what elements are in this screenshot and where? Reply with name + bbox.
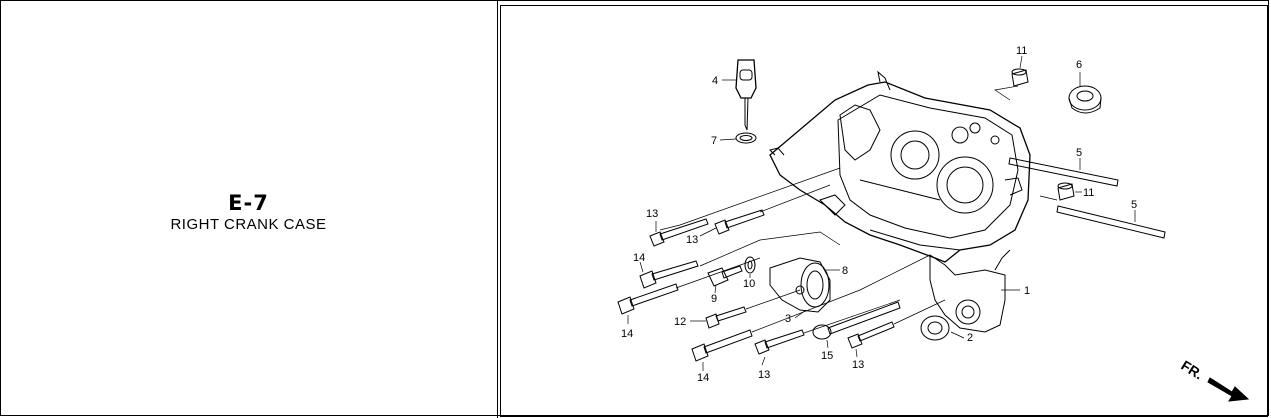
callout-11-lower: 11	[1083, 187, 1094, 199]
crank-case-body	[769, 70, 1031, 333]
leader-lines	[627, 55, 1136, 371]
part-bolt-9	[707, 265, 743, 287]
callout-14-b: 14	[621, 328, 633, 340]
part-dowel-11-upper	[1011, 68, 1029, 87]
panel-divider	[497, 0, 498, 418]
part-roller-2	[920, 315, 950, 341]
callout-13-b: 13	[686, 234, 698, 246]
callout-11-upper: 11	[1016, 45, 1027, 57]
callout-14-a: 14	[633, 252, 645, 264]
diagram-frame	[500, 5, 1268, 417]
part-bolt-15	[812, 301, 901, 340]
part-o-ring-7	[735, 132, 757, 144]
callout-9: 9	[711, 293, 717, 305]
callout-10: 10	[743, 278, 755, 290]
part-stud-5-upper	[1008, 157, 1119, 187]
callout-6: 6	[1076, 59, 1082, 71]
part-dowel-11-lower	[1057, 182, 1075, 201]
callout-5-lower: 5	[1131, 199, 1137, 211]
part-bearing-6	[1068, 85, 1102, 114]
section-title-block: E-7 RIGHT CRANK CASE	[0, 190, 497, 234]
part-cover-8	[769, 257, 831, 313]
callout-4: 4	[712, 75, 718, 87]
section-name: RIGHT CRANK CASE	[170, 216, 327, 233]
callout-14-c: 14	[697, 372, 709, 384]
part-bolt-12	[705, 306, 747, 329]
callout-2: 2	[967, 332, 973, 344]
callout-12: 12	[674, 316, 686, 328]
callout-1: 1	[1024, 285, 1030, 297]
part-bolt-14-c	[691, 329, 753, 362]
callout-3: 3	[785, 313, 791, 325]
callout-13-a: 13	[646, 208, 658, 220]
part-washer-10	[744, 256, 756, 274]
part-dipstick-4	[735, 59, 757, 131]
callout-15: 15	[821, 350, 833, 362]
callout-7: 7	[711, 135, 717, 147]
exploded-parts-diagram: 1 2 3 4 5 5 6 7 8 9 10 11 11 12 13 13 13…	[617, 45, 1250, 402]
callout-labels: 1 2 3 4 5 5 6 7 8 9 10 11 11 12 13 13 13…	[621, 45, 1137, 384]
callout-13-c: 13	[758, 369, 770, 381]
front-direction-arrow-icon	[1207, 377, 1250, 402]
callout-8: 8	[842, 265, 848, 277]
part-bolt-14-b	[617, 283, 679, 315]
part-bolt-13-b	[714, 209, 765, 235]
part-bolt-13-c	[754, 329, 805, 355]
part-bolt-13-a	[649, 218, 709, 247]
part-bolt-14-a	[639, 260, 699, 289]
front-direction-label: FR.	[1178, 357, 1206, 383]
callout-5-upper: 5	[1076, 147, 1082, 159]
part-stud-5-lower	[1056, 205, 1166, 239]
front-direction-indicator: FR.	[1178, 357, 1250, 402]
part-bolt-13-d	[847, 321, 895, 349]
section-code: E-7	[228, 191, 269, 215]
callout-13-d: 13	[852, 359, 864, 371]
